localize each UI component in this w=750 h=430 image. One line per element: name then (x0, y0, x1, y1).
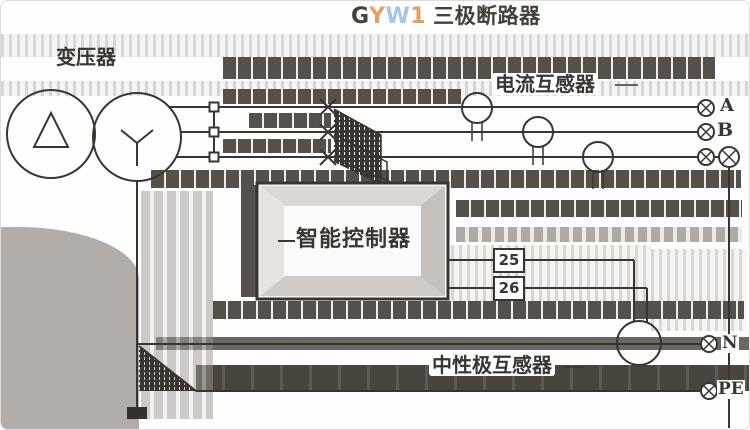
wire-number-25: 25 (493, 248, 525, 273)
ct-phase-b-icon (522, 116, 554, 148)
title-letter-g: G (351, 4, 370, 29)
terminal-pe-label: PE (717, 379, 745, 399)
neutral-transformer-label: 中性极互感器 (429, 354, 555, 376)
title-letter-1: 1 (410, 4, 427, 29)
phase-lines (169, 106, 698, 158)
current-transformers (461, 84, 638, 189)
title-letter-w: W (385, 4, 411, 29)
transformer-symbol (6, 89, 182, 182)
title-suffix: 三极断路器 (433, 4, 541, 28)
controller-label: 智能控制器 (296, 227, 412, 252)
current-transformer-label: 电流互感器 (492, 73, 598, 95)
controller-box (241, 181, 450, 301)
pe-line (138, 345, 701, 392)
secondary-wires (448, 259, 648, 323)
terminal-b-label: B (717, 119, 734, 141)
delta-winding-icon (32, 110, 70, 148)
title-letter-y: Y (369, 4, 386, 29)
transformer-label: 变压器 (56, 45, 116, 69)
breaker-controller-wires (333, 108, 394, 185)
terminal-a-label: A (720, 95, 734, 116)
wye-winding-icon (120, 129, 154, 166)
terminal-n-label: N (721, 333, 739, 353)
bus-junction (208, 101, 220, 163)
ground-pad-icon (127, 407, 147, 419)
wire-number-26: 26 (493, 276, 525, 301)
